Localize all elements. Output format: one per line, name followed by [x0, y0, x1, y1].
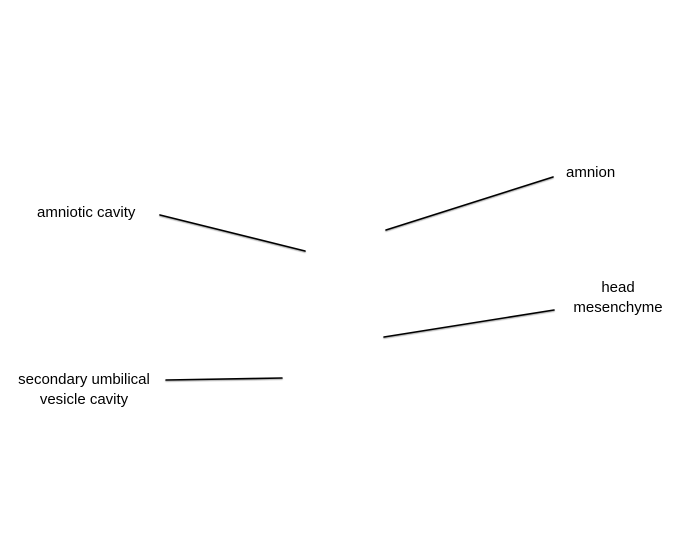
- label-amniotic-cavity: amniotic cavity: [37, 204, 136, 221]
- label-amnion: amnion: [566, 164, 616, 181]
- label-head-mesenchyme: head mesenchyme: [562, 278, 674, 318]
- leader-line-head-mesenchyme: [383, 309, 555, 338]
- label-secondary-umbilical-line-2: vesicle cavity: [39, 391, 129, 408]
- leader-line-amnion: [385, 176, 554, 231]
- label-secondary-umbilical-line-1: secondary umbilical: [18, 371, 150, 388]
- label-secondary-umbilical-vesicle-cavity: secondary umbilical vesicle cavity: [4, 370, 164, 410]
- label-head-mesenchyme-line-2: mesenchyme: [573, 299, 663, 316]
- label-head-mesenchyme-line-1: head: [601, 279, 635, 296]
- leader-line-amniotic-cavity: [159, 214, 306, 252]
- leader-line-secondary-umbilical-vesicle-cavity: [165, 377, 283, 381]
